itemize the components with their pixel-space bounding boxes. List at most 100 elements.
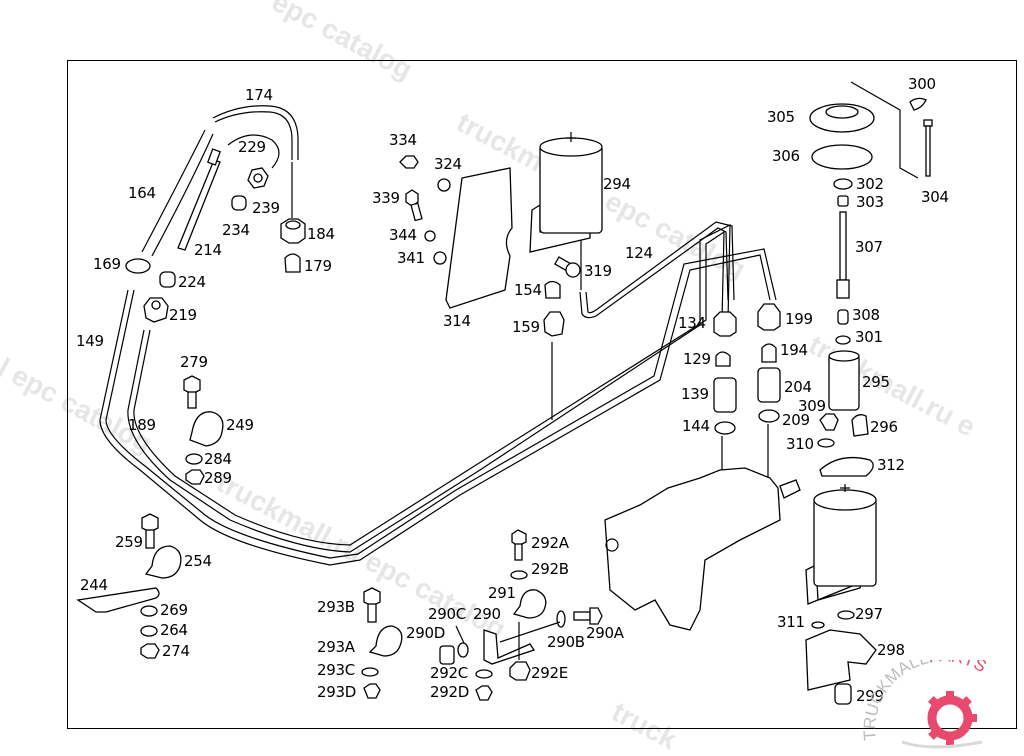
part-label-299[interactable]: 299: [856, 687, 884, 705]
bolt-304[interactable]: [923, 119, 933, 177]
cover-305[interactable]: [809, 103, 875, 133]
fitting-214[interactable]: [177, 148, 221, 251]
part-label-292B[interactable]: 292B: [531, 560, 569, 578]
part-label-204[interactable]: 204: [784, 378, 812, 396]
washer-209[interactable]: [758, 409, 780, 423]
steering-gear-box[interactable]: [604, 467, 781, 631]
washer-324[interactable]: [437, 178, 451, 192]
part-label-219[interactable]: 219: [169, 306, 197, 324]
part-label-169[interactable]: 169: [93, 255, 121, 273]
part-label-294[interactable]: 294: [603, 175, 631, 193]
part-label-303[interactable]: 303: [856, 193, 884, 211]
plug-154[interactable]: [544, 280, 561, 299]
part-label-302[interactable]: 302: [856, 175, 884, 193]
nut-309[interactable]: [819, 413, 839, 431]
bracket-290[interactable]: [483, 629, 536, 665]
bolt-290A[interactable]: [573, 607, 603, 625]
part-label-306[interactable]: 306: [772, 147, 800, 165]
part-label-292C[interactable]: 292C: [430, 664, 468, 682]
part-label-174[interactable]: 174: [245, 86, 273, 104]
part-label-149[interactable]: 149: [76, 332, 104, 350]
reservoir-294[interactable]: [529, 132, 603, 253]
clamp-293A[interactable]: [368, 625, 403, 657]
washer-264[interactable]: [140, 625, 158, 637]
washer-290B[interactable]: [556, 610, 566, 628]
nut-334[interactable]: [399, 155, 419, 169]
bolt-293B[interactable]: [363, 587, 381, 623]
sleeve-308[interactable]: [837, 309, 849, 325]
part-label-301[interactable]: 301: [855, 328, 883, 346]
nut-292D[interactable]: [475, 685, 493, 701]
part-label-269[interactable]: 269: [160, 601, 188, 619]
bolt-279[interactable]: [183, 375, 201, 409]
part-label-344[interactable]: 344: [389, 226, 417, 244]
clamp-169[interactable]: [125, 258, 151, 274]
part-label-239[interactable]: 239: [252, 199, 280, 217]
part-label-229[interactable]: 229: [238, 138, 266, 156]
part-label-214[interactable]: 214: [194, 241, 222, 259]
part-label-293B[interactable]: 293B: [317, 598, 355, 616]
part-label-134[interactable]: 134: [678, 314, 706, 332]
washer-344[interactable]: [424, 230, 436, 242]
washer-301[interactable]: [835, 335, 851, 345]
part-label-297[interactable]: 297: [855, 605, 883, 623]
bracket-244[interactable]: [76, 587, 160, 613]
part-label-291[interactable]: 291: [488, 584, 516, 602]
bracket-298[interactable]: [805, 629, 877, 691]
part-label-295[interactable]: 295: [862, 373, 890, 391]
bolt-292A[interactable]: [511, 529, 527, 561]
part-label-293A[interactable]: 293A: [317, 638, 355, 656]
part-label-293C[interactable]: 293C: [317, 661, 355, 679]
part-label-289[interactable]: 289: [204, 469, 232, 487]
part-label-284[interactable]: 284: [204, 450, 232, 468]
part-label-300[interactable]: 300: [908, 75, 936, 93]
reservoir-lower[interactable]: [805, 484, 877, 605]
rod-307[interactable]: [836, 211, 850, 299]
part-label-184[interactable]: 184: [307, 225, 335, 243]
part-label-334[interactable]: 334: [389, 131, 417, 149]
part-label-312[interactable]: 312: [877, 456, 905, 474]
bolt-259[interactable]: [141, 513, 159, 549]
nut-274[interactable]: [140, 643, 160, 659]
part-label-292D[interactable]: 292D: [430, 683, 469, 701]
part-label-310[interactable]: 310: [786, 435, 814, 453]
part-label-259[interactable]: 259: [115, 533, 143, 551]
plug-129[interactable]: [715, 351, 731, 367]
nut-292E[interactable]: [509, 661, 531, 681]
line-149[interactable]: [99, 248, 777, 566]
nut-159[interactable]: [543, 311, 565, 337]
part-label-290C[interactable]: 290C: [428, 605, 466, 623]
washer-290C[interactable]: [457, 642, 469, 658]
part-label-124[interactable]: 124: [625, 244, 653, 262]
cap-296[interactable]: [851, 414, 869, 437]
washer-292B[interactable]: [510, 570, 528, 580]
part-label-341[interactable]: 341: [397, 249, 425, 267]
part-label-296[interactable]: 296: [870, 418, 898, 436]
line-189[interactable]: [127, 224, 731, 553]
clip-300[interactable]: [909, 97, 927, 111]
part-label-144[interactable]: 144: [682, 417, 710, 435]
nut-292C-side[interactable]: [439, 645, 455, 665]
part-label-249[interactable]: 249: [226, 416, 254, 434]
hose-229[interactable]: [227, 134, 280, 169]
hose-174[interactable]: [212, 105, 299, 160]
nut-289[interactable]: [185, 469, 205, 485]
part-label-293D[interactable]: 293D: [317, 683, 356, 701]
part-label-154[interactable]: 154: [514, 281, 542, 299]
part-label-224[interactable]: 224: [178, 273, 206, 291]
part-label-179[interactable]: 179: [304, 257, 332, 275]
part-label-290[interactable]: 290: [473, 605, 501, 623]
part-label-309[interactable]: 309: [798, 397, 826, 415]
washer-269[interactable]: [140, 605, 158, 617]
part-label-307[interactable]: 307: [855, 238, 883, 256]
part-label-290B[interactable]: 290B: [547, 633, 585, 651]
part-label-189[interactable]: 189: [128, 416, 156, 434]
washer-310[interactable]: [817, 438, 835, 448]
clamp-249[interactable]: [189, 411, 224, 447]
part-179[interactable]: [284, 253, 301, 273]
nut-134[interactable]: [713, 311, 737, 337]
washer-284[interactable]: [185, 453, 203, 465]
part-label-274[interactable]: 274: [162, 642, 190, 660]
part-234[interactable]: [231, 195, 247, 211]
bolt-339[interactable]: [405, 189, 423, 222]
